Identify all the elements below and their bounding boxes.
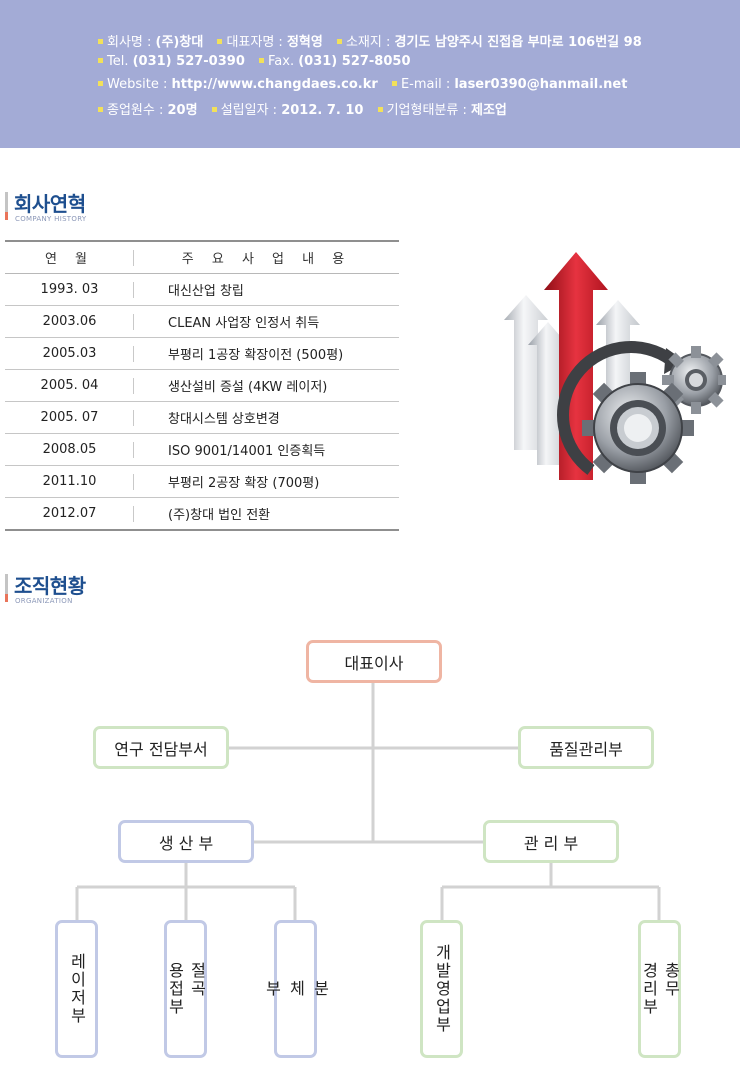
bullet-icon bbox=[259, 58, 265, 63]
bullet-icon bbox=[98, 81, 103, 86]
company-info-banner bbox=[0, 0, 740, 148]
fax-number: (031) 527-8050 bbox=[298, 54, 411, 69]
bullet-icon bbox=[336, 39, 342, 44]
bullet-icon bbox=[217, 39, 223, 44]
org-title: 조직현황 bbox=[14, 574, 86, 598]
bullet-icon bbox=[98, 39, 103, 44]
history-description: 창대시스템 상호변경 bbox=[134, 401, 399, 434]
history-date: 2005.03 bbox=[5, 337, 134, 370]
history-date: 2005. 04 bbox=[5, 369, 134, 402]
phone-number: (031) 527-0390 bbox=[132, 54, 245, 69]
org-box-laser-dept: 레이저부 bbox=[55, 920, 98, 1058]
growth-gears-illustration bbox=[504, 252, 726, 484]
history-date: 1993. 03 bbox=[5, 273, 134, 306]
website-link[interactable]: http://www.changdaes.co.kr bbox=[171, 77, 378, 92]
bullet-icon bbox=[98, 58, 103, 63]
org-box-quality-dept: 품질관리부 bbox=[518, 726, 654, 769]
history-date: 2005. 07 bbox=[5, 401, 134, 434]
gears-graphic bbox=[557, 341, 726, 484]
table-row: 2012.07(주)창대 법인 전환 bbox=[5, 497, 399, 531]
info-line-web: Website : http://www.changdaes.co.kr E-m… bbox=[98, 77, 637, 92]
org-box-sales-dept: 개발영업부 bbox=[420, 920, 463, 1058]
org-subtitle: ORGANIZATION bbox=[15, 597, 73, 605]
bullet-icon bbox=[98, 107, 103, 112]
history-date: 2011.10 bbox=[5, 465, 134, 498]
history-title: 회사연혁 bbox=[14, 192, 86, 216]
history-description: 대신산업 창립 bbox=[134, 273, 399, 306]
org-box-general-affairs-dept: 총무 경리부 bbox=[638, 920, 681, 1058]
bullet-icon bbox=[211, 107, 217, 112]
history-description: ISO 9001/14001 인증획득 bbox=[134, 433, 399, 466]
history-description: 부평리 1공장 확장이전 (500평) bbox=[134, 337, 399, 370]
info-line-phone: Tel. (031) 527-0390 Fax. (031) 527-8050 bbox=[98, 54, 421, 69]
history-date: 2003.06 bbox=[5, 305, 134, 338]
bullet-icon bbox=[391, 81, 397, 86]
info-line-company-facts: 종업원수 : 20명 설립일자 : 2012. 7. 10 기업형태분류 : 제… bbox=[98, 99, 517, 118]
org-box-production-dept: 생 산 부 bbox=[118, 820, 254, 863]
history-date: 2012.07 bbox=[5, 497, 134, 531]
org-box-bending-welding-dept: 절곡 용접부 bbox=[164, 920, 207, 1058]
history-description: CLEAN 사업장 인정서 취득 bbox=[134, 305, 399, 338]
column-header-description: 주 요 사 업 내 용 bbox=[134, 240, 399, 274]
history-description: (주)창대 법인 전환 bbox=[134, 497, 399, 531]
info-line-company: 회사명 : (주)창대 대표자명 : 정혁영 소재지 : 경기도 남양주시 진접… bbox=[98, 31, 652, 50]
org-box-research-dept: 연구 전담부서 bbox=[93, 726, 229, 769]
history-date: 2008.05 bbox=[5, 433, 134, 466]
company-name: (주)창대 bbox=[155, 35, 204, 50]
address: 경기도 남양주시 진접읍 부마로 106번길 98 bbox=[394, 35, 642, 50]
bullet-icon bbox=[377, 107, 383, 112]
history-header-row: 연 월 주 요 사 업 내 용 bbox=[5, 240, 399, 274]
history-description: 부평리 2공장 확장 (700평) bbox=[134, 465, 399, 498]
org-box-management-dept: 관 리 부 bbox=[483, 820, 619, 863]
email-link[interactable]: laser0390@hanmail.net bbox=[454, 77, 628, 92]
business-type: 제조업 bbox=[471, 103, 507, 118]
history-description: 생산설비 증설 (4KW 레이저) bbox=[134, 369, 399, 402]
founding-date: 2012. 7. 10 bbox=[281, 103, 364, 118]
org-box-ceo: 대표이사 bbox=[306, 640, 442, 683]
employee-count: 20명 bbox=[167, 103, 198, 118]
org-box-separation-dept: 분 체 부 bbox=[263, 920, 330, 1058]
history-subtitle: COMPANY HISTORY bbox=[15, 215, 87, 223]
column-header-date: 연 월 bbox=[5, 240, 134, 274]
ceo-name: 정혁영 bbox=[286, 35, 323, 50]
